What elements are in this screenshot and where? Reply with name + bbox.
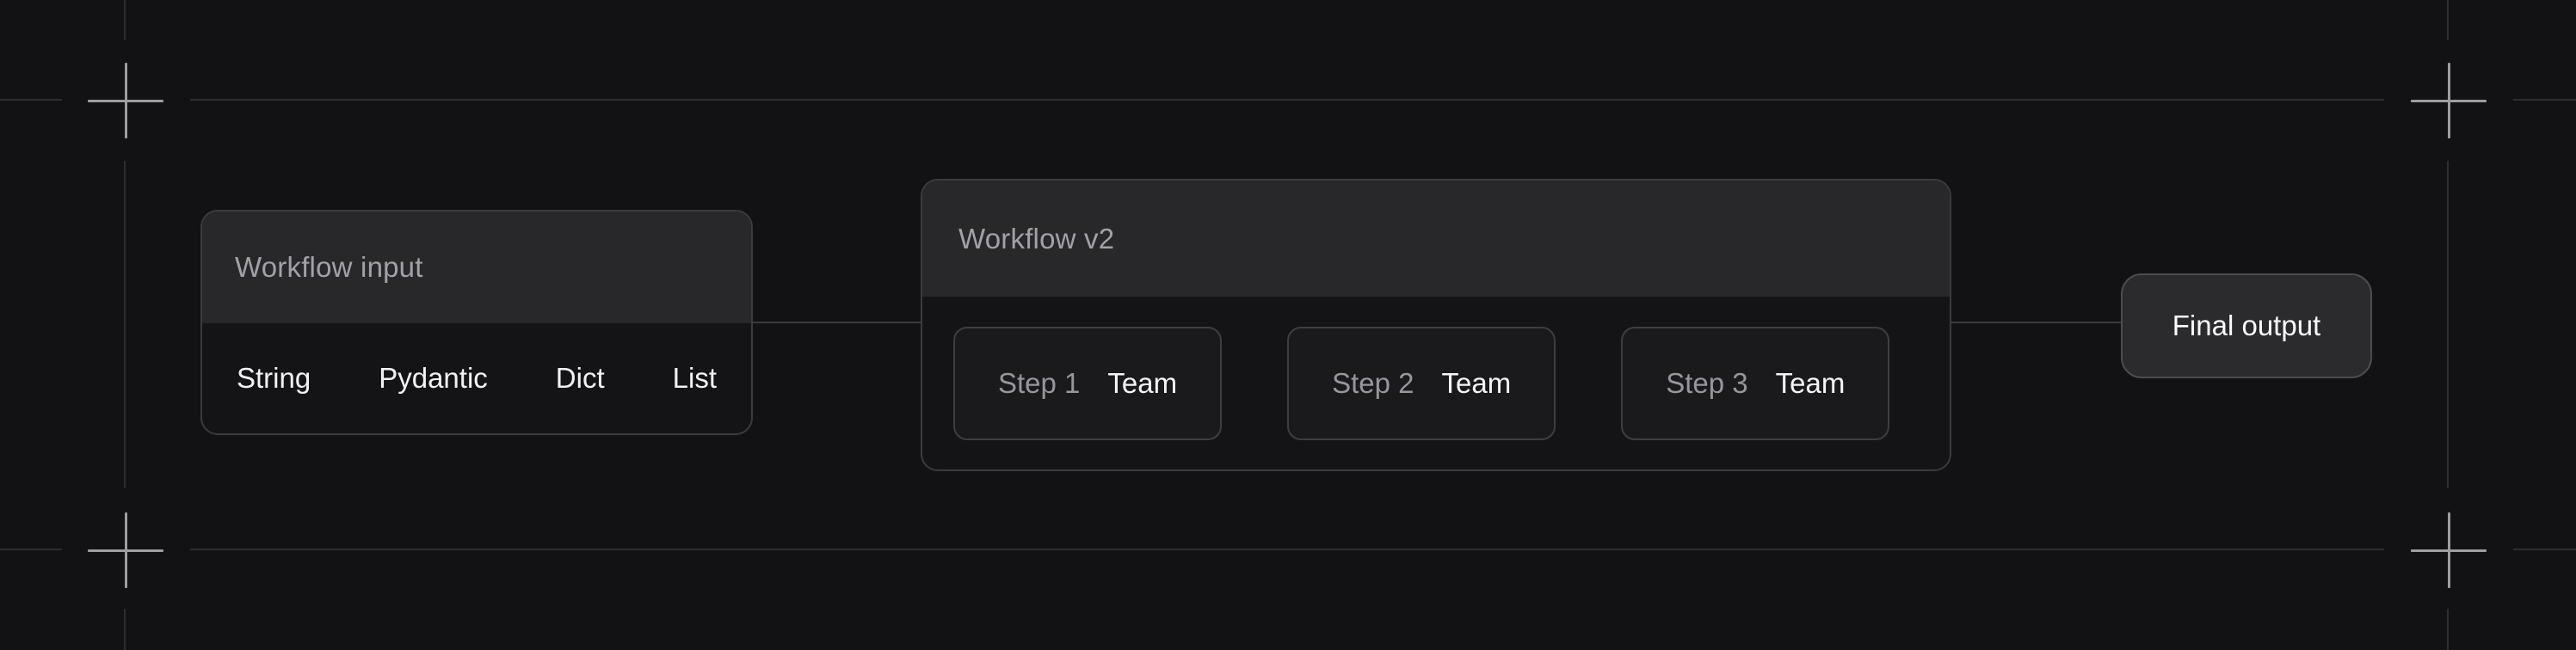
- workflow-v2-node: Workflow v2 Step 1 Team Step 2 Team Step…: [921, 179, 1951, 471]
- workflow-v2-body: Step 1 Team Step 2 Team Step 3 Team: [922, 297, 1950, 469]
- crosshair-marker-bottom-right: [2411, 512, 2487, 588]
- step-1-executor: Team: [1107, 366, 1178, 399]
- crosshair-marker-top-right: [2411, 63, 2487, 138]
- crosshair-vertical-bar: [2447, 63, 2450, 138]
- step-2-executor: Team: [1441, 366, 1512, 399]
- guide-line-left-middle-segment: [124, 161, 126, 488]
- workflow-input-node: Workflow input String Pydantic Dict List: [200, 210, 753, 435]
- guide-line-bottom-left-segment: [0, 549, 62, 550]
- step-3-label: Step 3: [1666, 366, 1748, 399]
- guide-line-right-upper-segment: [2447, 0, 2449, 40]
- guide-line-right-middle-segment: [2447, 161, 2449, 488]
- workflow-input-title: Workflow input: [235, 251, 423, 283]
- crosshair-marker-bottom-left: [88, 512, 163, 588]
- step-1-label: Step 1: [998, 366, 1081, 399]
- workflow-v2-header: Workflow v2: [922, 181, 1950, 297]
- guide-line-bottom-middle-segment: [190, 549, 2384, 550]
- guide-line-left-upper-segment: [124, 0, 126, 40]
- input-type-list: List: [672, 362, 717, 394]
- input-type-pydantic: Pydantic: [379, 362, 488, 394]
- crosshair-vertical-bar: [124, 63, 127, 138]
- input-type-dict: Dict: [555, 362, 605, 394]
- workflow-input-header: Workflow input: [202, 212, 751, 323]
- guide-line-right-lower-segment: [2447, 609, 2449, 650]
- crosshair-vertical-bar: [2447, 512, 2450, 588]
- step-2-chip: Step 2 Team: [1287, 326, 1556, 440]
- workflow-v2-title: Workflow v2: [958, 222, 1115, 254]
- guide-line-top-right-segment: [2513, 99, 2576, 101]
- connector-workflow-to-output: [1951, 322, 2121, 323]
- guide-line-top-middle-segment: [190, 99, 2384, 101]
- input-type-string: String: [237, 362, 311, 394]
- connector-input-to-workflow: [753, 322, 921, 323]
- workflow-input-body: String Pydantic Dict List: [202, 323, 751, 433]
- step-3-chip: Step 3 Team: [1621, 326, 1890, 440]
- final-output-label: Final output: [2172, 310, 2321, 341]
- final-output-node: Final output: [2121, 273, 2372, 378]
- step-3-executor: Team: [1775, 366, 1846, 399]
- crosshair-vertical-bar: [124, 512, 127, 588]
- guide-line-bottom-right-segment: [2513, 549, 2576, 550]
- crosshair-marker-top-left: [88, 63, 163, 138]
- guide-line-top-left-segment: [0, 99, 62, 101]
- step-1-chip: Step 1 Team: [953, 326, 1223, 440]
- step-2-label: Step 2: [1332, 366, 1414, 399]
- guide-line-left-lower-segment: [124, 609, 126, 650]
